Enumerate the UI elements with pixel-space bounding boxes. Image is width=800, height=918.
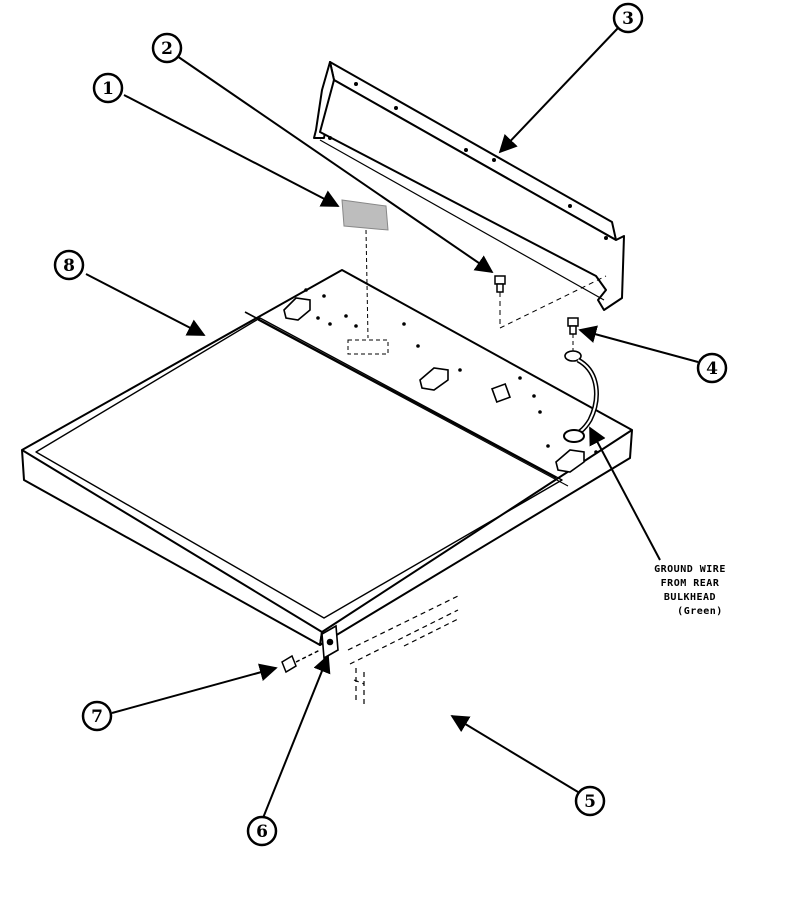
annotation-line-3: BULKHEAD	[664, 592, 716, 603]
top-bumpers	[283, 297, 585, 473]
callout-6: 6	[246, 815, 278, 847]
label-decal	[341, 199, 389, 231]
callout-8: 8	[53, 249, 85, 281]
wire-grommet	[563, 429, 585, 443]
svg-text:3: 3	[622, 9, 634, 29]
annotation-line-2: FROM REAR	[661, 578, 720, 589]
svg-text:8: 8	[63, 256, 75, 276]
svg-text:6: 6	[256, 822, 268, 842]
callout-3: 3	[612, 2, 644, 34]
svg-text:7: 7	[91, 707, 103, 727]
top-mounting-holes	[304, 288, 598, 454]
callout-2: 2	[151, 32, 183, 64]
screw-part-2	[494, 275, 506, 293]
screw-2-path	[499, 275, 607, 329]
back-panel	[313, 61, 625, 311]
svg-text:2: 2	[161, 39, 173, 59]
annotation-line-1: GROUND WIRE	[654, 564, 726, 575]
front-bracket-tab	[321, 624, 339, 660]
screw-part-4	[567, 317, 579, 335]
screw-part-7	[281, 649, 321, 674]
callout-5: 5	[574, 785, 606, 817]
callout-1: 1	[92, 72, 124, 104]
svg-text:1: 1	[102, 79, 114, 99]
callout-7: 7	[81, 700, 113, 732]
ground-wire-terminal	[564, 350, 582, 362]
front-bracket	[347, 595, 461, 704]
svg-text:4: 4	[706, 359, 718, 379]
callout-4: 4	[696, 352, 728, 384]
top-cabinet	[21, 269, 633, 646]
annotation-line-4: (Green)	[677, 606, 723, 617]
leader-lines	[85, 27, 699, 819]
svg-text:5: 5	[584, 792, 596, 812]
label-location	[347, 339, 389, 355]
ground-wire-annotation: GROUND WIRE FROM REAR BULKHEAD (Green)	[654, 564, 726, 617]
back-panel-slots	[328, 82, 608, 240]
